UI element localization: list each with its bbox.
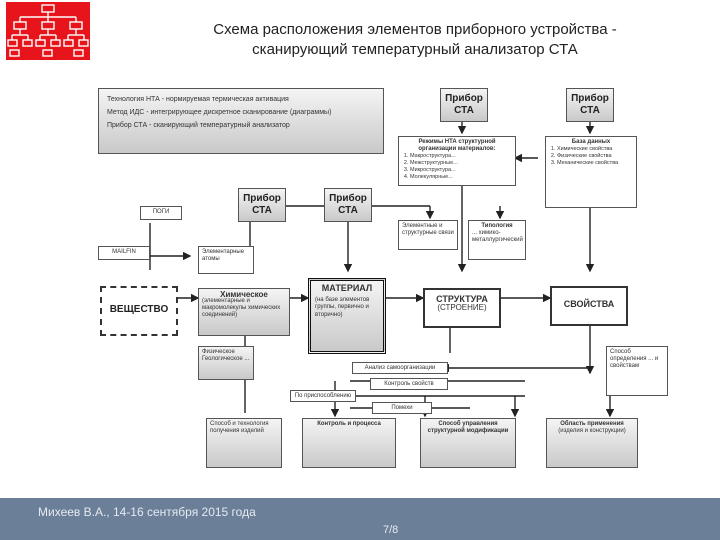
pomeha-box: Помехи <box>372 402 432 414</box>
sposob-tehnologii-label: Способ и технология получения изделий <box>210 421 269 434</box>
page-number: 7/8 <box>383 524 399 536</box>
oblast-box: Область применения (изделия и конструкци… <box>546 418 638 468</box>
sposob-tehnologii-box: Способ и технология получения изделий <box>206 418 282 468</box>
elementnye-label: Элементные и структурные связи <box>402 223 454 236</box>
himicheskoe-note: (элементарные и макромолекулы химических… <box>202 298 281 318</box>
pribor-sta-label: Прибор СТА <box>243 193 281 216</box>
pribor-sta-box: Прибор СТА <box>440 88 488 122</box>
footer-author: Михеев В.А., 14-16 сентября 2015 года <box>38 505 256 519</box>
po-prisposobleniyu-box: По приспособлению <box>290 390 356 402</box>
fizicheskoe-box: Физическое Геологическое ... <box>198 346 254 380</box>
fizicheskoe-label: Физическое Геологическое ... <box>202 349 250 362</box>
analiz-box: Анализ самоорганизации <box>352 362 448 374</box>
baza-title: База данных <box>571 139 611 145</box>
tipologiya-title: Типология <box>481 223 513 229</box>
pomeha-label: Помехи <box>391 405 413 411</box>
po-prisposobleniyu-label: По приспособлению <box>294 393 352 399</box>
scheme-diagram: Технология НТА - нормируемая термическая… <box>90 78 690 490</box>
svoystva-box: СВОЙСТВА <box>550 286 628 326</box>
himicheskoe-title: Химическое <box>220 290 268 299</box>
analiz-label: Анализ самоорганизации <box>364 365 436 371</box>
tipologiya-note: ... химико-металлургический <box>472 230 523 243</box>
title-line-2: сканирующий температурный анализатор СТА <box>252 41 578 58</box>
pogi-box: ПОГИ <box>140 206 182 220</box>
tipologiya-box: Типология ... химико-металлургический <box>468 220 526 260</box>
veshchestvo-box: ВЕЩЕСТВО <box>100 286 178 336</box>
pribor-sta-box: Прибор СТА <box>324 188 372 222</box>
logo <box>6 2 90 60</box>
baza-item: Физические свойства <box>557 153 633 160</box>
struktura-title: СТРУКТУРА <box>436 294 488 304</box>
baza-item: Механические свойства <box>557 160 633 167</box>
pribor-sta-box: Прибор СТА <box>566 88 614 122</box>
pribor-sta-label: Прибор СТА <box>571 93 609 116</box>
veshchestvo-label: ВЕЩЕСТВО <box>109 304 169 315</box>
struktura-box: СТРУКТУРА (СТРОЕНИЕ) <box>423 288 501 328</box>
rezhimy-item: Микроструктура... <box>410 167 512 174</box>
footer-bar <box>0 498 720 540</box>
context-box: Технология НТА - нормируемая термическая… <box>98 88 384 154</box>
sposob-upravleniya-box: Способ управления структурной модификаци… <box>420 418 516 468</box>
elementarnye-box: Элементарные атомы <box>198 246 254 274</box>
baza-item: Химические свойства <box>557 146 633 153</box>
material-note: (на базе элементов группы, первично и вт… <box>315 296 370 318</box>
rezhimy-box: Режимы НТА структурной организации матер… <box>398 136 516 186</box>
oblast-note: (изделия и конструкции) <box>558 428 626 434</box>
context-item: Прибор СТА - сканирующий температурный а… <box>107 122 290 129</box>
rezhimy-title: Режимы НТА структурной организации матер… <box>418 139 496 152</box>
hierarchy-icon <box>7 4 89 57</box>
context-item: Технология НТА - нормируемая термическая… <box>107 96 289 103</box>
elementarnye-label: Элементарные атомы <box>202 249 245 262</box>
context-item: Метод ИДС - интегрирующее дискретное ска… <box>107 109 332 116</box>
struktura-note: (СТРОЕНИЕ) <box>437 302 487 312</box>
oblast-title: Область применения <box>560 421 624 427</box>
elementnye-box: Элементные и структурные связи <box>398 220 458 250</box>
himicheskoe-box: Химическое (элементарные и макромолекулы… <box>198 288 290 336</box>
mailfin-label: MAILFIN <box>112 249 136 255</box>
sposob-right-label: Способ определения ... и свойствам <box>610 349 659 369</box>
sposob-upravleniya-label: Способ управления структурной модификаци… <box>427 421 509 434</box>
kontrol-processa-box: Контроль и процесса <box>302 418 396 468</box>
rezhimy-item: Молекулярные... <box>410 174 512 181</box>
pribor-sta-label: Прибор СТА <box>445 93 483 116</box>
svoystva-title: СВОЙСТВА <box>563 299 615 309</box>
baza-box: База данных Химические свойства Физическ… <box>545 136 637 208</box>
pribor-sta-box: Прибор СТА <box>238 188 286 222</box>
material-title: МАТЕРИАЛ <box>321 283 373 293</box>
title-line-1: Схема расположения элементов приборного … <box>213 21 617 38</box>
material-box: МАТЕРИАЛ (на базе элементов группы, перв… <box>308 278 386 354</box>
kontrol-processa-label: Контроль и процесса <box>317 421 381 427</box>
sposob-right-box: Способ определения ... и свойствам <box>606 346 668 396</box>
slide-title: Схема расположения элементов приборного … <box>120 20 710 60</box>
kontrol-svoystv-box: Контроль свойств <box>370 378 448 390</box>
kontrol-svoystv-label: Контроль свойств <box>384 381 434 387</box>
mailfin-box: MAILFIN <box>98 246 150 260</box>
rezhimy-item: Макроструктура... <box>410 153 512 160</box>
pribor-sta-label: Прибор СТА <box>329 193 367 216</box>
pogi-label: ПОГИ <box>152 209 170 215</box>
rezhimy-item: Межструктурные... <box>410 160 512 167</box>
